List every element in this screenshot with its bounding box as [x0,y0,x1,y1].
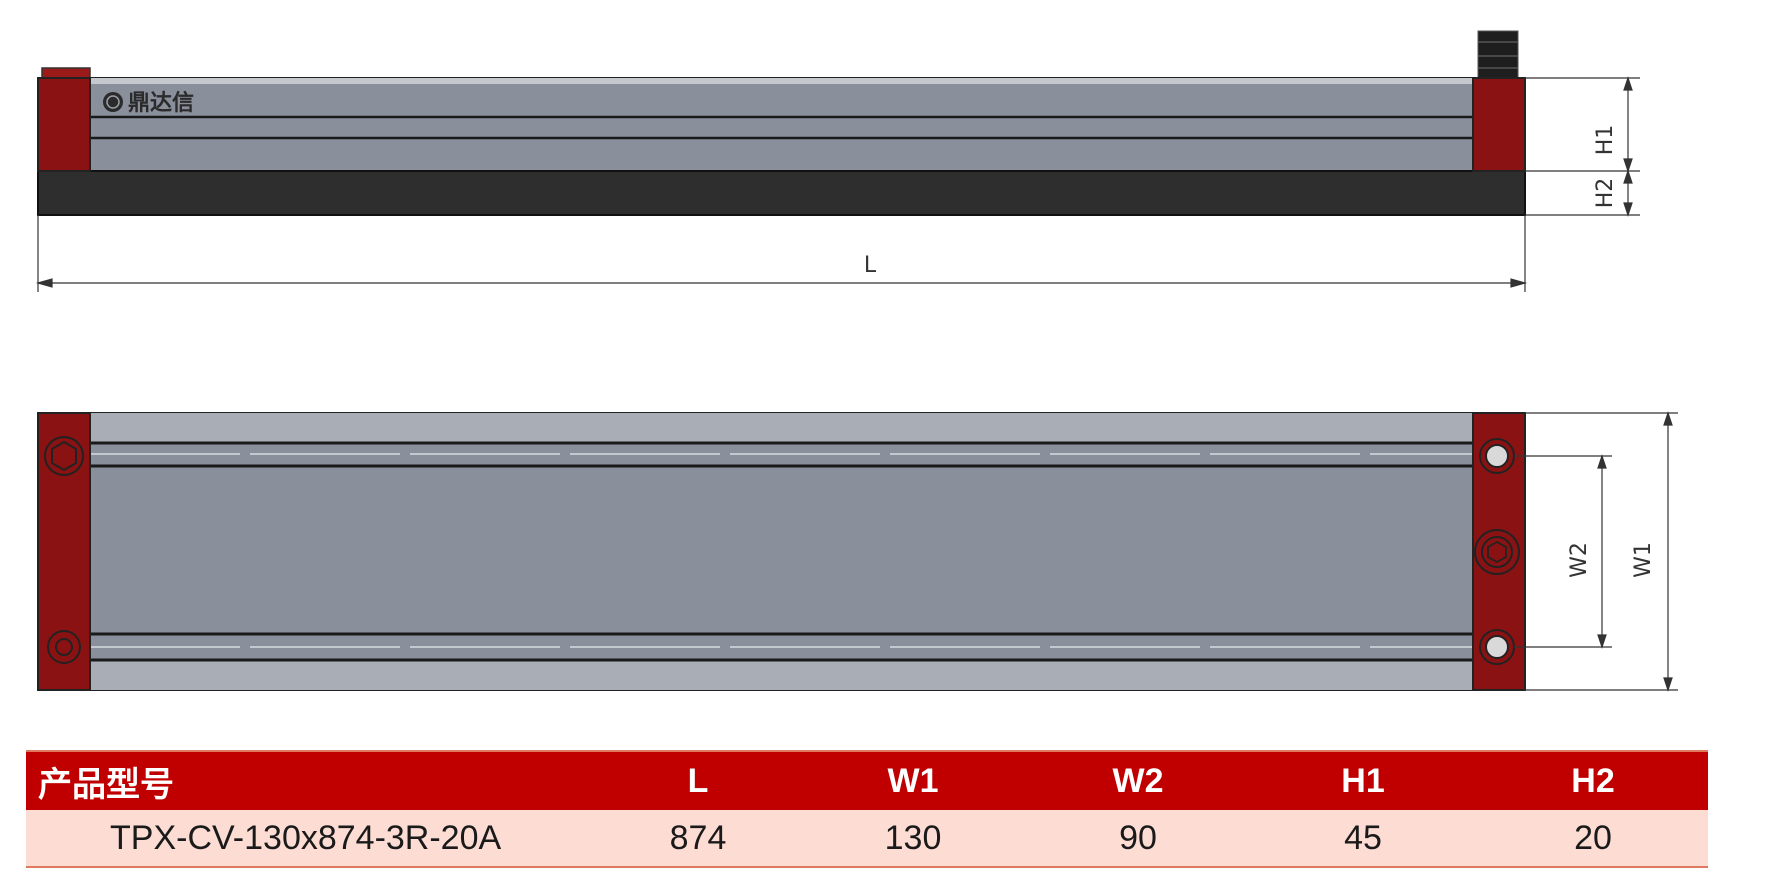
dimension-h1 [1525,76,1640,217]
bolt-icon [1479,438,1515,474]
profile-body-front [89,77,1474,172]
dimension-w1 [1525,411,1678,692]
cell-h1: 45 [1248,810,1478,868]
header-l: L [598,750,798,810]
profile-body-top [89,412,1474,691]
header-model: 产品型号 [26,750,598,810]
label-h2: H2 [1593,178,1618,209]
header-h1: H1 [1248,750,1478,810]
cell-h2: 20 [1478,810,1708,868]
cell-w2: 90 [1028,810,1248,868]
label-h1: H1 [1593,125,1618,156]
header-w2: W2 [1028,750,1248,810]
label-w2: W2 [1567,542,1592,578]
label-w1: W1 [1631,542,1656,578]
table-row: TPX-CV-130x874-3R-20A 874 130 90 45 20 [26,810,1708,868]
table-header-row: 产品型号 L W1 W2 H1 H2 [26,750,1708,810]
brand-logo: 鼎达信 [103,90,194,116]
base-plate [37,170,1526,216]
cell-model: TPX-CV-130x874-3R-20A [26,810,598,868]
spec-table: 产品型号 L W1 W2 H1 H2 TPX-CV-130x874-3R-20A… [26,750,1708,868]
front-view: 鼎达信 H1 H2 L [35,30,1640,292]
brand-logo-text: 鼎达信 [128,90,194,116]
dimension-w2 [1514,454,1612,649]
hex-port-icon [44,436,84,476]
right-end-cap [1472,77,1526,172]
top-view: W2 W1 [37,411,1678,692]
header-h2: H2 [1478,750,1708,810]
bolt-icon [47,630,81,664]
hex-port-icon [1474,529,1520,575]
left-end-cap [37,77,91,172]
bolt-icon [1479,629,1515,665]
cell-l: 874 [598,810,798,868]
air-fitting [1477,30,1519,82]
header-w1: W1 [798,750,1028,810]
cell-w1: 130 [798,810,1028,868]
label-l: L [864,253,877,278]
dimension-l [35,215,1528,292]
